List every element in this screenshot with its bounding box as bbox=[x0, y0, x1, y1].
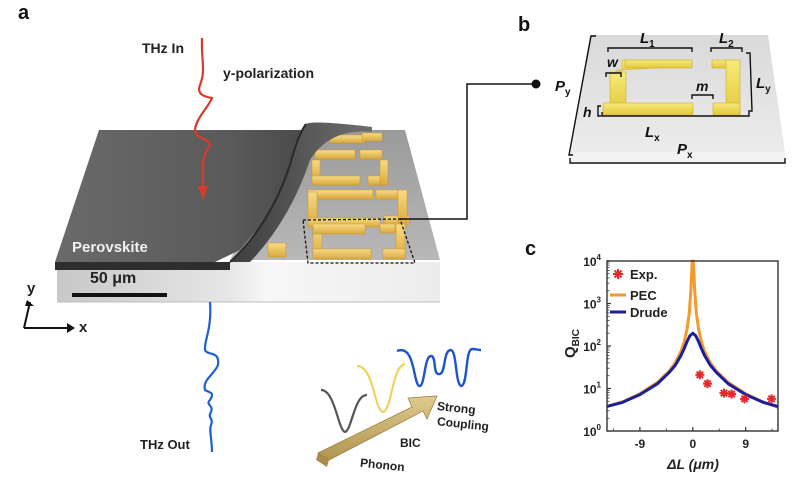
axis-y-label: y bbox=[27, 280, 36, 297]
thz-out-label: THz Out bbox=[140, 437, 190, 452]
exp-data-point bbox=[702, 379, 712, 389]
bic-dip-curve bbox=[356, 362, 406, 414]
panel-a-label: a bbox=[18, 2, 30, 24]
exp-data-point bbox=[767, 394, 777, 404]
exp-data-point bbox=[727, 389, 737, 399]
bic-label: BIC bbox=[400, 436, 421, 450]
split-ring-resonator bbox=[602, 59, 741, 116]
thz-in-arrowhead bbox=[198, 186, 208, 200]
x-tick-label: -9 bbox=[635, 437, 646, 451]
legend: Exp. PEC Drude bbox=[610, 267, 668, 320]
connector-dot bbox=[531, 79, 541, 89]
perovskite-curl bbox=[230, 122, 372, 262]
x-tick-label: 0 bbox=[689, 437, 696, 451]
param-w: w bbox=[607, 54, 619, 70]
legend-exp-marker bbox=[613, 269, 623, 279]
exp-data-point bbox=[695, 370, 705, 380]
y-tick-label: 104 bbox=[583, 253, 601, 269]
process-arrow bbox=[316, 395, 438, 467]
thz-in-label: THz In bbox=[142, 40, 184, 56]
resonator-array bbox=[267, 132, 410, 260]
series-drude-line bbox=[606, 331, 779, 408]
thz-out-wave bbox=[203, 301, 220, 453]
scale-bar bbox=[72, 293, 167, 297]
substrate-front bbox=[57, 262, 440, 302]
param-h: h bbox=[583, 104, 592, 120]
legend-star-icon bbox=[613, 269, 623, 279]
thz-in-wave bbox=[193, 37, 214, 195]
legend-exp-label: Exp. bbox=[630, 267, 657, 282]
phonon-dip-curve bbox=[320, 388, 368, 434]
strong-coupling-curve bbox=[396, 347, 482, 388]
polarization-label: y-polarization bbox=[223, 65, 315, 81]
panel-b-label: b bbox=[518, 14, 531, 36]
y-tick-label: 101 bbox=[583, 381, 601, 397]
panel-c-label: c bbox=[525, 238, 537, 260]
x-axis-label: ΔL (μm) bbox=[666, 456, 719, 472]
x-tick-label: 9 bbox=[742, 437, 749, 451]
param-Ly: Ly bbox=[756, 75, 771, 95]
param-m: m bbox=[696, 78, 708, 94]
exp-data-point bbox=[719, 388, 729, 398]
legend-drude-label: Drude bbox=[630, 305, 668, 320]
param-Py: Py bbox=[555, 78, 571, 98]
coordinate-axes bbox=[23, 300, 75, 333]
perovskite-slab[interactable] bbox=[55, 130, 305, 262]
y-axis-label: QBIC bbox=[562, 329, 582, 358]
y-tick-label: 103 bbox=[583, 296, 601, 312]
param-L1: L1 bbox=[640, 30, 655, 50]
exp-data-point bbox=[740, 394, 750, 404]
connector-line bbox=[400, 83, 536, 220]
param-Lx: Lx bbox=[645, 124, 660, 144]
scale-bar-label: 50 μm bbox=[90, 270, 137, 287]
dimension-brackets bbox=[568, 35, 786, 164]
y-tick-label: 100 bbox=[583, 423, 601, 439]
y-tick-label: 102 bbox=[583, 338, 601, 354]
param-Px: Px bbox=[677, 141, 693, 161]
param-L2: L2 bbox=[719, 30, 734, 50]
axis-x-label: x bbox=[79, 319, 88, 336]
perovskite-label: Perovskite bbox=[72, 239, 148, 256]
legend-pec-label: PEC bbox=[630, 288, 657, 303]
